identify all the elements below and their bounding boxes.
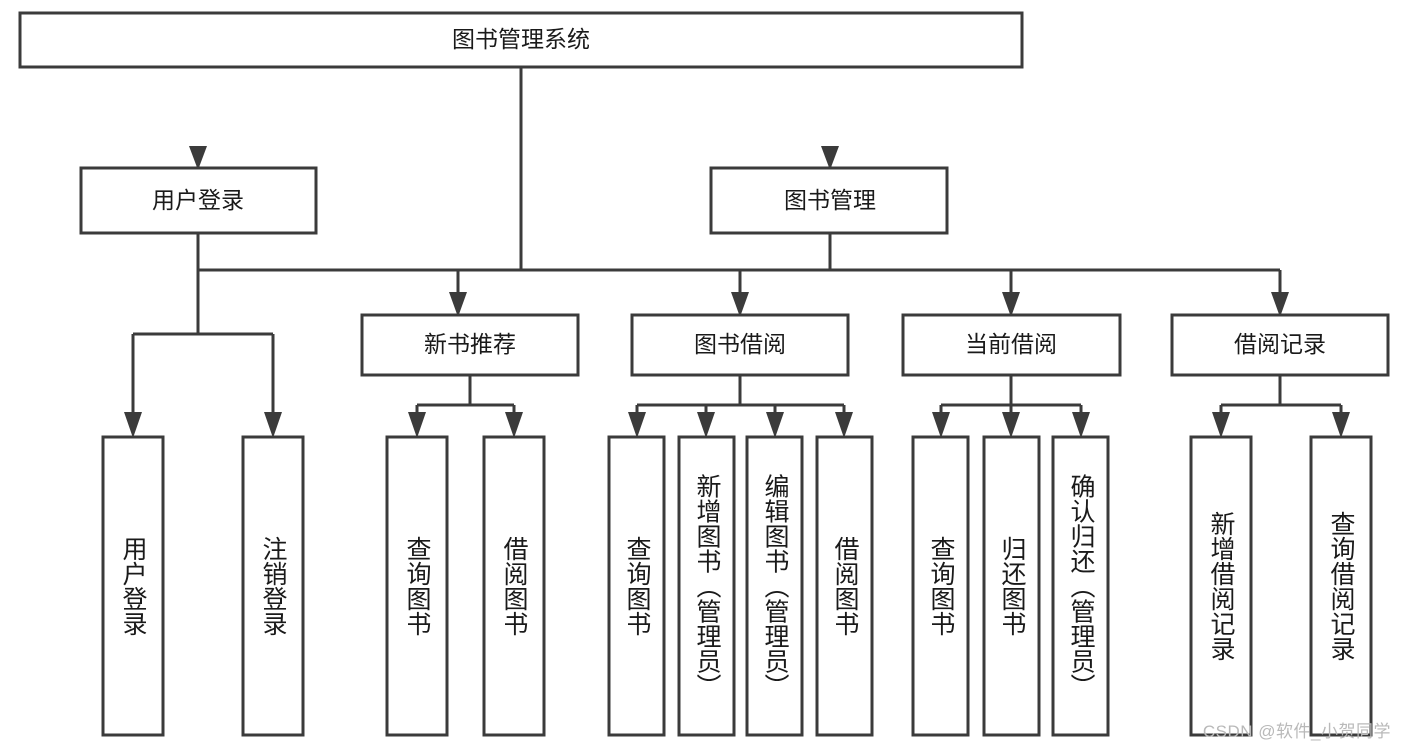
node-leaf-query-book-rec[interactable]: 查询图书 <box>385 435 449 737</box>
node-root-box[interactable] <box>18 11 1024 69</box>
node-leaf-borrow-book-rec-box[interactable] <box>482 435 546 737</box>
arrow-head-leaf-user-logout <box>264 412 282 438</box>
node-leaf-user-logout-label: 注销登录 <box>259 536 288 636</box>
node-book-borrow-label: 图书借阅 <box>694 331 786 357</box>
node-leaf-add-book-label: 新增图书（管理员） <box>693 474 722 699</box>
node-leaf-edit-book-box[interactable] <box>745 435 804 737</box>
node-book-manage[interactable]: 图书管理 <box>709 166 949 235</box>
node-leaf-add-record-box[interactable] <box>1189 435 1253 737</box>
node-leaf-return-book-box[interactable] <box>982 435 1041 737</box>
node-leaf-user-login-box[interactable] <box>101 435 165 737</box>
node-leaf-query-book-cur-label: 查询图书 <box>927 536 956 636</box>
node-root-label: 图书管理系统 <box>452 26 590 52</box>
node-current-borrow[interactable]: 当前借阅 <box>901 313 1122 377</box>
node-borrow-record-box[interactable] <box>1170 313 1390 377</box>
node-leaf-edit-book[interactable]: 编辑图书（管理员） <box>745 435 804 737</box>
node-leaf-confirm-return-box[interactable] <box>1051 435 1110 737</box>
arrow-head-current-borrow <box>1002 292 1020 317</box>
node-leaf-confirm-return-label: 确认归还（管理员） <box>1067 474 1096 699</box>
connector-layer <box>124 67 1350 438</box>
arrow-head-leaf-add-book <box>697 412 715 438</box>
node-leaf-user-logout-box[interactable] <box>241 435 305 737</box>
node-leaf-query-record[interactable]: 查询借阅记录 <box>1309 435 1373 737</box>
arrow-head-leaf-query-book-rec <box>408 412 426 438</box>
node-user-login-box[interactable] <box>79 166 318 235</box>
node-leaf-query-book-rec-label: 查询图书 <box>403 536 432 636</box>
node-user-login[interactable]: 用户登录 <box>79 166 318 235</box>
arrow-head-leaf-confirm-return <box>1072 412 1090 438</box>
node-leaf-user-login[interactable]: 用户登录 <box>101 435 165 737</box>
arrow-head-leaf-query-book-borrow <box>628 412 646 438</box>
node-book-manage-label: 图书管理 <box>784 187 876 213</box>
node-leaf-query-record-label: 查询借阅记录 <box>1327 511 1356 661</box>
node-leaf-borrow-book-box[interactable] <box>815 435 874 737</box>
node-leaf-add-record-label: 新增借阅记录 <box>1207 511 1236 661</box>
node-user-login-label: 用户登录 <box>152 187 244 213</box>
csdn-watermark: CSDN @软件_小贺同学 <box>1202 722 1391 741</box>
arrow-head-leaf-edit-book <box>766 412 784 438</box>
node-book-borrow[interactable]: 图书借阅 <box>630 313 850 377</box>
arrow-head-leaf-borrow-book <box>835 412 853 438</box>
arrow-head-book-borrow <box>731 292 749 317</box>
node-leaf-user-login-label: 用户登录 <box>119 536 148 636</box>
arrow-head-leaf-query-record <box>1332 412 1350 438</box>
node-leaf-add-record[interactable]: 新增借阅记录 <box>1189 435 1253 737</box>
node-leaf-borrow-book[interactable]: 借阅图书 <box>815 435 874 737</box>
arrow-head-book-manage <box>821 146 839 170</box>
node-leaf-query-book-borrow-box[interactable] <box>607 435 666 737</box>
node-leaf-borrow-book-rec[interactable]: 借阅图书 <box>482 435 546 737</box>
arrow-head-leaf-return-book <box>1002 412 1020 438</box>
node-leaf-edit-book-label: 编辑图书（管理员） <box>761 474 790 699</box>
node-leaf-query-book-borrow-label: 查询图书 <box>623 536 652 636</box>
node-leaf-confirm-return[interactable]: 确认归还（管理员） <box>1051 435 1110 737</box>
node-new-book-recommend-label: 新书推荐 <box>424 331 516 357</box>
arrow-head-borrow-record <box>1271 292 1289 317</box>
node-leaf-query-record-box[interactable] <box>1309 435 1373 737</box>
node-leaf-add-book-box[interactable] <box>677 435 736 737</box>
arrow-head-leaf-query-book-cur <box>932 412 950 438</box>
node-leaf-query-book-cur[interactable]: 查询图书 <box>911 435 970 737</box>
node-root[interactable]: 图书管理系统 <box>18 11 1024 69</box>
node-leaf-query-book-cur-box[interactable] <box>911 435 970 737</box>
node-borrow-record-label: 借阅记录 <box>1234 331 1326 357</box>
arrow-head-leaf-borrow-book-rec <box>505 412 523 438</box>
node-leaf-return-book[interactable]: 归还图书 <box>982 435 1041 737</box>
node-book-borrow-box[interactable] <box>630 313 850 377</box>
node-leaf-query-book-borrow[interactable]: 查询图书 <box>607 435 666 737</box>
arrow-head-leaf-user-login <box>124 412 142 438</box>
node-leaf-user-logout[interactable]: 注销登录 <box>241 435 305 737</box>
node-leaf-borrow-book-rec-label: 借阅图书 <box>500 536 529 636</box>
node-leaf-return-book-label: 归还图书 <box>998 536 1027 636</box>
node-new-book-recommend[interactable]: 新书推荐 <box>360 313 580 377</box>
arrow-head-leaf-add-record <box>1212 412 1230 438</box>
node-leaf-query-book-rec-box[interactable] <box>385 435 449 737</box>
node-new-book-recommend-box[interactable] <box>360 313 580 377</box>
arrow-head-new-book-recommend <box>449 292 467 317</box>
node-current-borrow-label: 当前借阅 <box>965 331 1057 357</box>
node-current-borrow-box[interactable] <box>901 313 1122 377</box>
node-leaf-add-book[interactable]: 新增图书（管理员） <box>677 435 736 737</box>
node-borrow-record[interactable]: 借阅记录 <box>1170 313 1390 377</box>
node-leaf-borrow-book-label: 借阅图书 <box>831 536 860 636</box>
arrow-head-user-login <box>189 146 207 170</box>
node-book-manage-box[interactable] <box>709 166 949 235</box>
